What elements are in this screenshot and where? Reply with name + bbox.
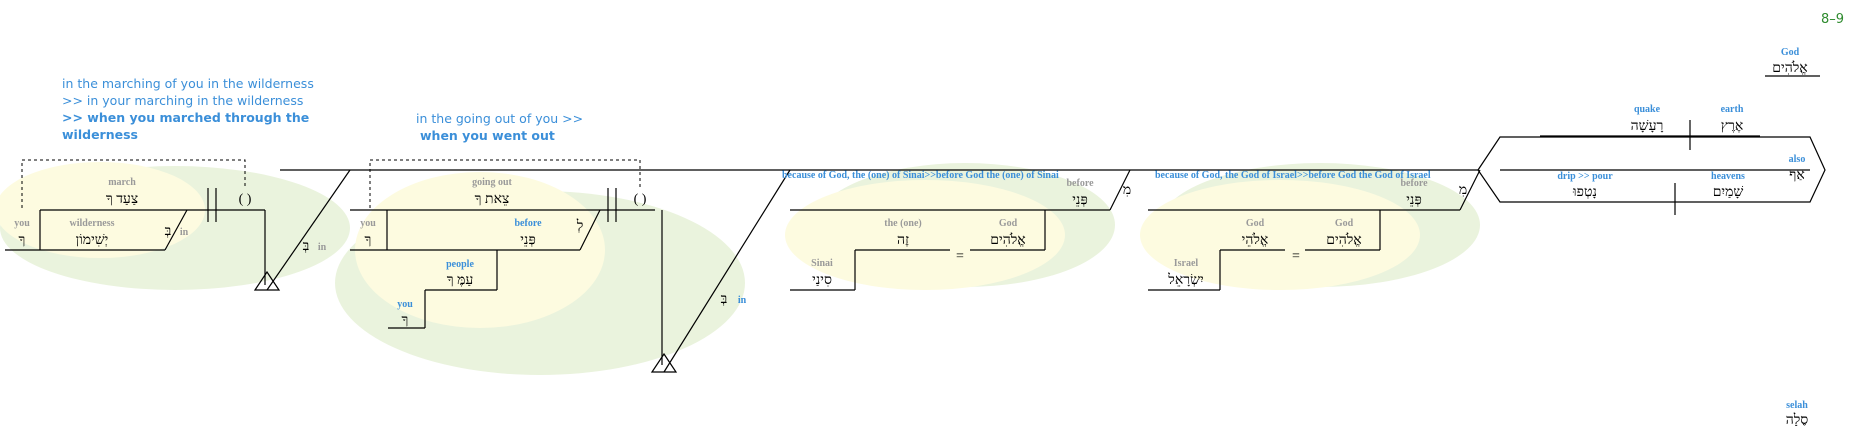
clause-marching — [5, 159, 351, 291]
annotation-marching: in the marching of you in the wilderness… — [62, 75, 314, 143]
word: אֱלֹהֵי — [1242, 232, 1269, 248]
gloss: you — [360, 218, 376, 229]
word: מִ — [1459, 183, 1467, 198]
gloss: heavens — [1711, 171, 1745, 182]
gloss: people — [446, 259, 474, 270]
gloss: also — [1789, 154, 1806, 165]
gloss: selah — [1786, 400, 1808, 411]
word: נָטְפוּ — [1572, 185, 1597, 200]
gloss: quake — [1634, 104, 1661, 115]
equals: = — [956, 249, 964, 264]
word: צַעַד ךָ — [106, 192, 138, 207]
gloss: march — [108, 177, 136, 188]
word: פְּנֵי — [1072, 193, 1088, 208]
word: ךָ — [365, 233, 372, 248]
annotation-line: wilderness — [62, 127, 138, 142]
gloss: wilderness — [70, 218, 115, 229]
gloss: in — [180, 227, 189, 238]
word: בְּ — [303, 239, 310, 254]
word: פְּנֵי — [1406, 193, 1422, 208]
word: צֵאת ךָ — [475, 192, 510, 207]
annotation-line: >> when you marched through the — [62, 110, 310, 125]
word: יִשְׂרָאֵל — [1167, 272, 1203, 288]
gloss: drip >> pour — [1557, 171, 1613, 182]
gloss: the (one) — [884, 218, 922, 229]
word: שָׁמַיִם — [1713, 185, 1744, 200]
paren: ( ) — [634, 192, 647, 207]
word: רָעָשָׁה — [1631, 119, 1664, 134]
word: בְּ — [165, 224, 172, 239]
word: ךָ — [402, 313, 409, 328]
word: ךָ — [19, 233, 26, 248]
gloss: in — [738, 295, 747, 306]
gloss: God — [1335, 218, 1354, 229]
gloss: before — [1066, 178, 1094, 189]
gloss: before — [514, 218, 542, 229]
gloss: earth — [1721, 104, 1744, 115]
gloss: going out — [472, 177, 512, 188]
annotation-line: in the marching of you in the wilderness — [62, 76, 314, 91]
word: סִינַי — [812, 273, 832, 288]
word: זֶה — [897, 233, 909, 248]
hebrew-words: march צַעַד ךָ ( ) בְּ in wilderness יְש… — [14, 47, 1808, 426]
annotation-line: when you went out — [420, 128, 555, 143]
gloss: before — [1400, 178, 1428, 189]
verse-reference: 8–9 — [1820, 12, 1844, 27]
word: אַף — [1789, 168, 1805, 183]
clause-israel — [1148, 169, 1481, 291]
word: אֱלֹהִים — [1772, 60, 1807, 76]
baseline — [280, 120, 1826, 215]
gloss: you — [14, 218, 30, 229]
equals: = — [1292, 249, 1300, 264]
gloss: in — [318, 242, 327, 253]
word: סֶלָה — [1786, 412, 1809, 426]
word: פְּנֵי — [520, 233, 536, 248]
word: יְשִׁימוֹן — [76, 233, 109, 248]
annotation-going-out: in the going out of you >> when you went… — [416, 110, 583, 144]
gloss: God — [1781, 47, 1800, 58]
paren: ( ) — [239, 192, 252, 207]
word: אֶרֶץ — [1721, 119, 1744, 134]
word: מִ — [1123, 183, 1131, 198]
highlight-ellipses — [0, 162, 1480, 375]
word: אֱלֹהִים — [1326, 232, 1361, 248]
gloss: you — [397, 299, 413, 310]
clause-going-out — [350, 159, 791, 373]
long-gloss: because of God, the (one) of Sinai>>befo… — [782, 170, 1059, 181]
word: לְ — [576, 218, 584, 234]
gloss: God — [999, 218, 1018, 229]
word: בְּ — [721, 292, 728, 307]
word: עַמֶּ ךָ — [447, 273, 474, 288]
annotation-line: >> in your marching in the wilderness — [62, 93, 304, 108]
clause-sinai — [790, 169, 1131, 291]
gloss: God — [1246, 218, 1265, 229]
gloss: Israel — [1174, 258, 1199, 269]
gloss: Sinai — [811, 258, 833, 269]
long-gloss: because of God, the God of Israel>>befor… — [1155, 170, 1431, 181]
annotation-line: in the going out of you >> — [416, 111, 584, 126]
word: אֱלֹהִים — [990, 232, 1025, 248]
